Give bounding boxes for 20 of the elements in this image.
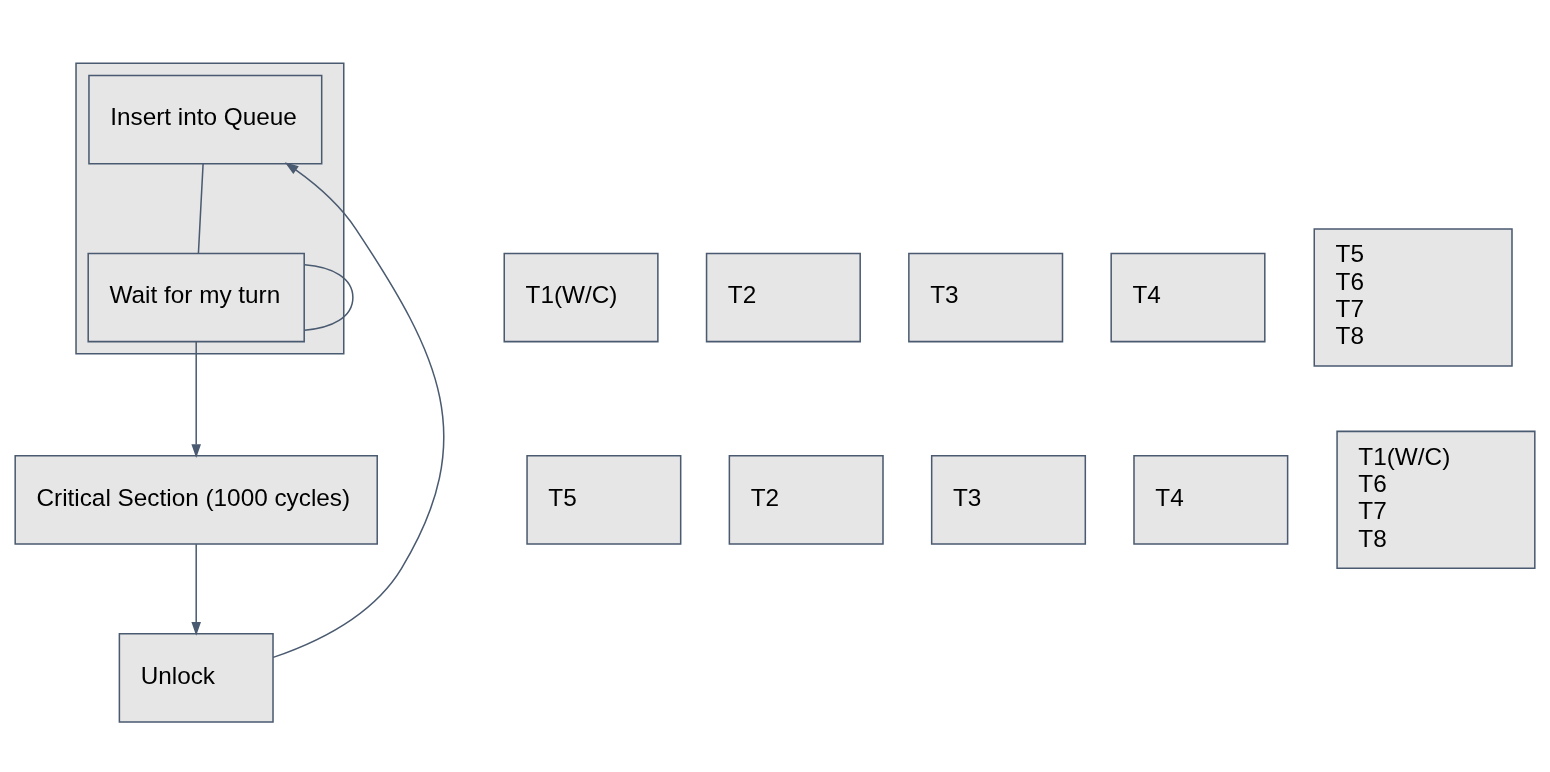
node-box: T1(W/C)	[503, 252, 659, 342]
cluster	[75, 62, 345, 355]
node-box: T2	[728, 454, 884, 545]
arrow	[191, 542, 201, 636]
node-box: Insert into Queue	[88, 74, 323, 164]
node-box: T2	[705, 252, 861, 342]
node-box: Unlock	[118, 632, 274, 723]
node-box: T5 T6 T7 T8	[1313, 227, 1513, 367]
node-box: T3	[930, 454, 1087, 545]
node-box: T1(W/C) T6 T7 T8	[1336, 430, 1536, 569]
arrow	[191, 340, 201, 458]
node-box: T4	[1133, 454, 1289, 545]
node-box: T3	[908, 252, 1064, 342]
arrow	[272, 161, 445, 658]
node-box: T5	[526, 454, 682, 545]
connector	[303, 263, 354, 331]
node-box: Critical Section (1000 cycles)	[14, 454, 378, 545]
connector	[197, 162, 204, 254]
node-box: T4	[1110, 252, 1266, 342]
node-box: Wait for my turn	[87, 252, 305, 342]
